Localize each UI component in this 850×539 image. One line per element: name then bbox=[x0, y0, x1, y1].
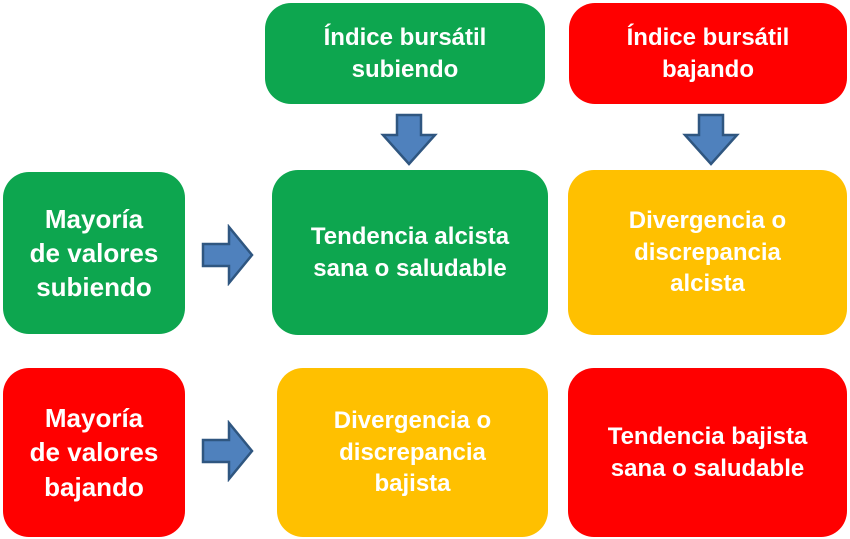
node-majority-rising: Mayoría de valores subiendo bbox=[3, 172, 185, 334]
node-healthy-downtrend: Tendencia bajista sana o saludable bbox=[568, 368, 847, 537]
right-arrow-icon bbox=[201, 223, 255, 291]
node-bearish-divergence: Divergencia o discrepancia bajista bbox=[277, 368, 548, 537]
node-bullish-divergence: Divergencia o discrepancia alcista bbox=[568, 170, 847, 335]
node-index-falling: Índice bursátil bajando bbox=[569, 3, 847, 104]
node-healthy-uptrend: Tendencia alcista sana o saludable bbox=[272, 170, 548, 335]
down-arrow-icon bbox=[682, 113, 740, 172]
right-arrow-icon bbox=[201, 419, 255, 487]
node-index-rising: Índice bursátil subiendo bbox=[265, 3, 545, 104]
down-arrow-icon bbox=[380, 113, 438, 172]
node-majority-falling: Mayoría de valores bajando bbox=[3, 368, 185, 537]
